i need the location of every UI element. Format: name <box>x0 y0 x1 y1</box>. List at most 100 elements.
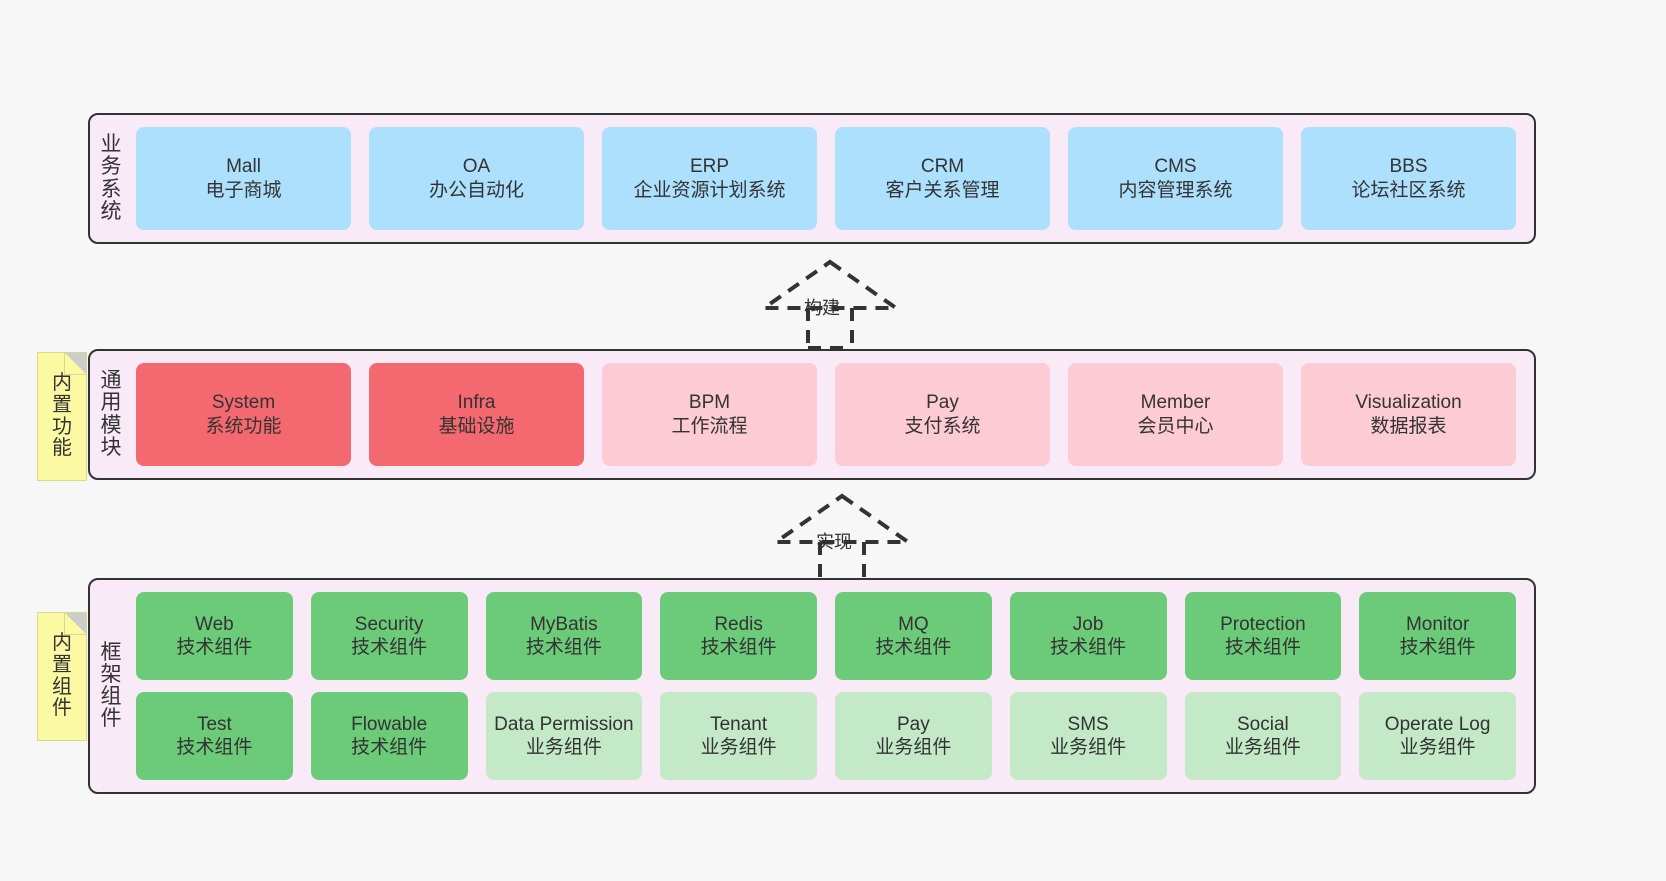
box-grid-common-modules: System 系统功能 Infra 基础设施 BPM 工作流程 Pay 支付系统… <box>132 351 1534 478</box>
component-name: Test <box>196 713 232 735</box>
module-name: CRM <box>920 156 965 178</box>
module-box-pay[interactable]: Pay 支付系统 <box>835 363 1050 466</box>
component-desc: 技术组件 <box>351 637 428 658</box>
component-box-monitor[interactable]: Monitor 技术组件 <box>1359 592 1516 680</box>
component-desc: 技术组件 <box>875 637 952 658</box>
component-box-web[interactable]: Web 技术组件 <box>136 592 293 680</box>
component-name: Social <box>1237 713 1289 735</box>
component-name: Operate Log <box>1384 713 1491 735</box>
component-desc: 技术组件 <box>525 637 602 658</box>
sticky-note-builtin-features: 内 置 功 能 <box>37 352 87 481</box>
module-name: Visualization <box>1355 392 1462 414</box>
module-name: Mall <box>226 156 261 178</box>
layer-title-char: 用 <box>100 391 122 415</box>
component-desc: 技术组件 <box>176 637 253 658</box>
note-char: 件 <box>52 697 72 720</box>
layer-title-char: 模 <box>100 413 122 437</box>
module-desc: 客户关系管理 <box>885 179 1000 201</box>
arrow-implement-label: 实现 <box>816 532 852 552</box>
layer-framework-components: 框 架 组 件 Web 技术组件 Security 技术组件 MyBatis 技… <box>88 578 1536 794</box>
component-box-redis[interactable]: Redis 技术组件 <box>660 592 817 680</box>
module-box-member[interactable]: Member 会员中心 <box>1068 363 1283 466</box>
layer-title-char: 组 <box>100 685 122 708</box>
arrow-build-glyph <box>757 259 903 350</box>
note-fold-corner-icon <box>64 613 86 635</box>
component-name: Flowable <box>351 713 428 735</box>
component-box-test[interactable]: Test 技术组件 <box>136 692 293 780</box>
component-name: Protection <box>1220 613 1306 635</box>
layer-title-char: 架 <box>100 662 122 686</box>
layer-title-char: 件 <box>100 707 122 731</box>
box-row: Mall 电子商城 OA 办公自动化 ERP 企业资源计划系统 CRM 客户关系… <box>136 127 1516 230</box>
component-box-operate-log[interactable]: Operate Log 业务组件 <box>1359 692 1516 780</box>
note-char: 组 <box>52 675 72 698</box>
module-box-system[interactable]: System 系统功能 <box>136 363 351 466</box>
box-row: System 系统功能 Infra 基础设施 BPM 工作流程 Pay 支付系统… <box>136 363 1516 466</box>
component-box-data-permission[interactable]: Data Permission 业务组件 <box>485 692 643 780</box>
component-box-mq[interactable]: MQ 技术组件 <box>835 592 992 680</box>
component-box-job[interactable]: Job 技术组件 <box>1009 592 1167 680</box>
module-desc: 企业资源计划系统 <box>633 179 786 201</box>
box-grid-framework-components: Web 技术组件 Security 技术组件 MyBatis 技术组件 Redi… <box>132 580 1534 792</box>
module-box-erp[interactable]: ERP 企业资源计划系统 <box>602 127 817 230</box>
layer-title-framework-components: 框 架 组 件 <box>90 580 132 792</box>
layer-title-business-systems: 业 务 系 统 <box>90 115 132 242</box>
module-box-oa[interactable]: OA 办公自动化 <box>369 127 584 230</box>
note-char: 内 <box>52 372 72 395</box>
module-name: Infra <box>457 392 496 414</box>
note-char: 置 <box>52 393 72 416</box>
module-desc: 办公自动化 <box>428 179 524 201</box>
module-desc: 电子商城 <box>205 179 282 201</box>
component-desc: 技术组件 <box>176 737 253 758</box>
module-desc: 系统功能 <box>205 415 282 437</box>
layer-title-char: 业 <box>100 133 122 156</box>
module-box-bpm[interactable]: BPM 工作流程 <box>602 363 817 466</box>
component-name: Tenant <box>710 713 768 735</box>
layer-title-char: 框 <box>100 640 122 664</box>
layer-title-char: 系 <box>100 177 122 201</box>
component-name: Monitor <box>1405 613 1470 635</box>
component-name: Data Permission <box>494 713 634 735</box>
component-desc: 技术组件 <box>351 737 428 758</box>
box-row: Test 技术组件 Flowable 技术组件 Data Permission … <box>136 692 1516 780</box>
component-desc: 技术组件 <box>1050 637 1127 658</box>
component-name: SMS <box>1067 713 1109 735</box>
module-desc: 会员中心 <box>1137 415 1214 437</box>
module-desc: 数据报表 <box>1370 415 1447 437</box>
component-name: Pay <box>897 713 930 735</box>
module-box-bbs[interactable]: BBS 论坛社区系统 <box>1301 127 1516 230</box>
module-name: BBS <box>1389 156 1428 178</box>
note-fold-corner-icon <box>64 353 86 375</box>
module-box-visualization[interactable]: Visualization 数据报表 <box>1301 363 1516 466</box>
module-name: BPM <box>688 392 731 414</box>
component-box-social[interactable]: Social 业务组件 <box>1184 692 1342 780</box>
component-box-security[interactable]: Security 技术组件 <box>310 592 468 680</box>
component-box-protection[interactable]: Protection 技术组件 <box>1184 592 1342 680</box>
component-box-sms[interactable]: SMS 业务组件 <box>1009 692 1167 780</box>
component-name: Security <box>354 613 424 635</box>
layer-common-modules: 通 用 模 块 System 系统功能 Infra 基础设施 BPM 工作流程 <box>88 349 1536 480</box>
module-box-crm[interactable]: CRM 客户关系管理 <box>835 127 1050 230</box>
module-box-cms[interactable]: CMS 内容管理系统 <box>1068 127 1283 230</box>
component-box-flowable[interactable]: Flowable 技术组件 <box>310 692 468 780</box>
component-desc: 业务组件 <box>1224 737 1301 758</box>
component-box-tenant[interactable]: Tenant 业务组件 <box>660 692 817 780</box>
component-box-mybatis[interactable]: MyBatis 技术组件 <box>485 592 643 680</box>
box-grid-business-systems: Mall 电子商城 OA 办公自动化 ERP 企业资源计划系统 CRM 客户关系… <box>132 115 1534 242</box>
module-box-mall[interactable]: Mall 电子商城 <box>136 127 351 230</box>
component-desc: 技术组件 <box>1224 637 1301 658</box>
sticky-note-builtin-components: 内 置 组 件 <box>37 612 87 741</box>
module-desc: 基础设施 <box>438 415 515 437</box>
module-name: Member <box>1140 392 1211 414</box>
layer-business-systems: 业 务 系 统 Mall 电子商城 OA 办公自动化 ERP 企业资源计划系统 <box>88 113 1536 244</box>
component-desc: 业务组件 <box>875 737 952 758</box>
component-desc: 业务组件 <box>1399 737 1476 758</box>
layer-title-char: 块 <box>100 435 122 459</box>
component-box-pay[interactable]: Pay 业务组件 <box>835 692 992 780</box>
component-name: MQ <box>898 613 929 635</box>
module-desc: 内容管理系统 <box>1118 179 1233 201</box>
layer-title-char: 统 <box>100 199 122 223</box>
module-box-infra[interactable]: Infra 基础设施 <box>369 363 584 466</box>
note-char: 内 <box>52 632 72 655</box>
